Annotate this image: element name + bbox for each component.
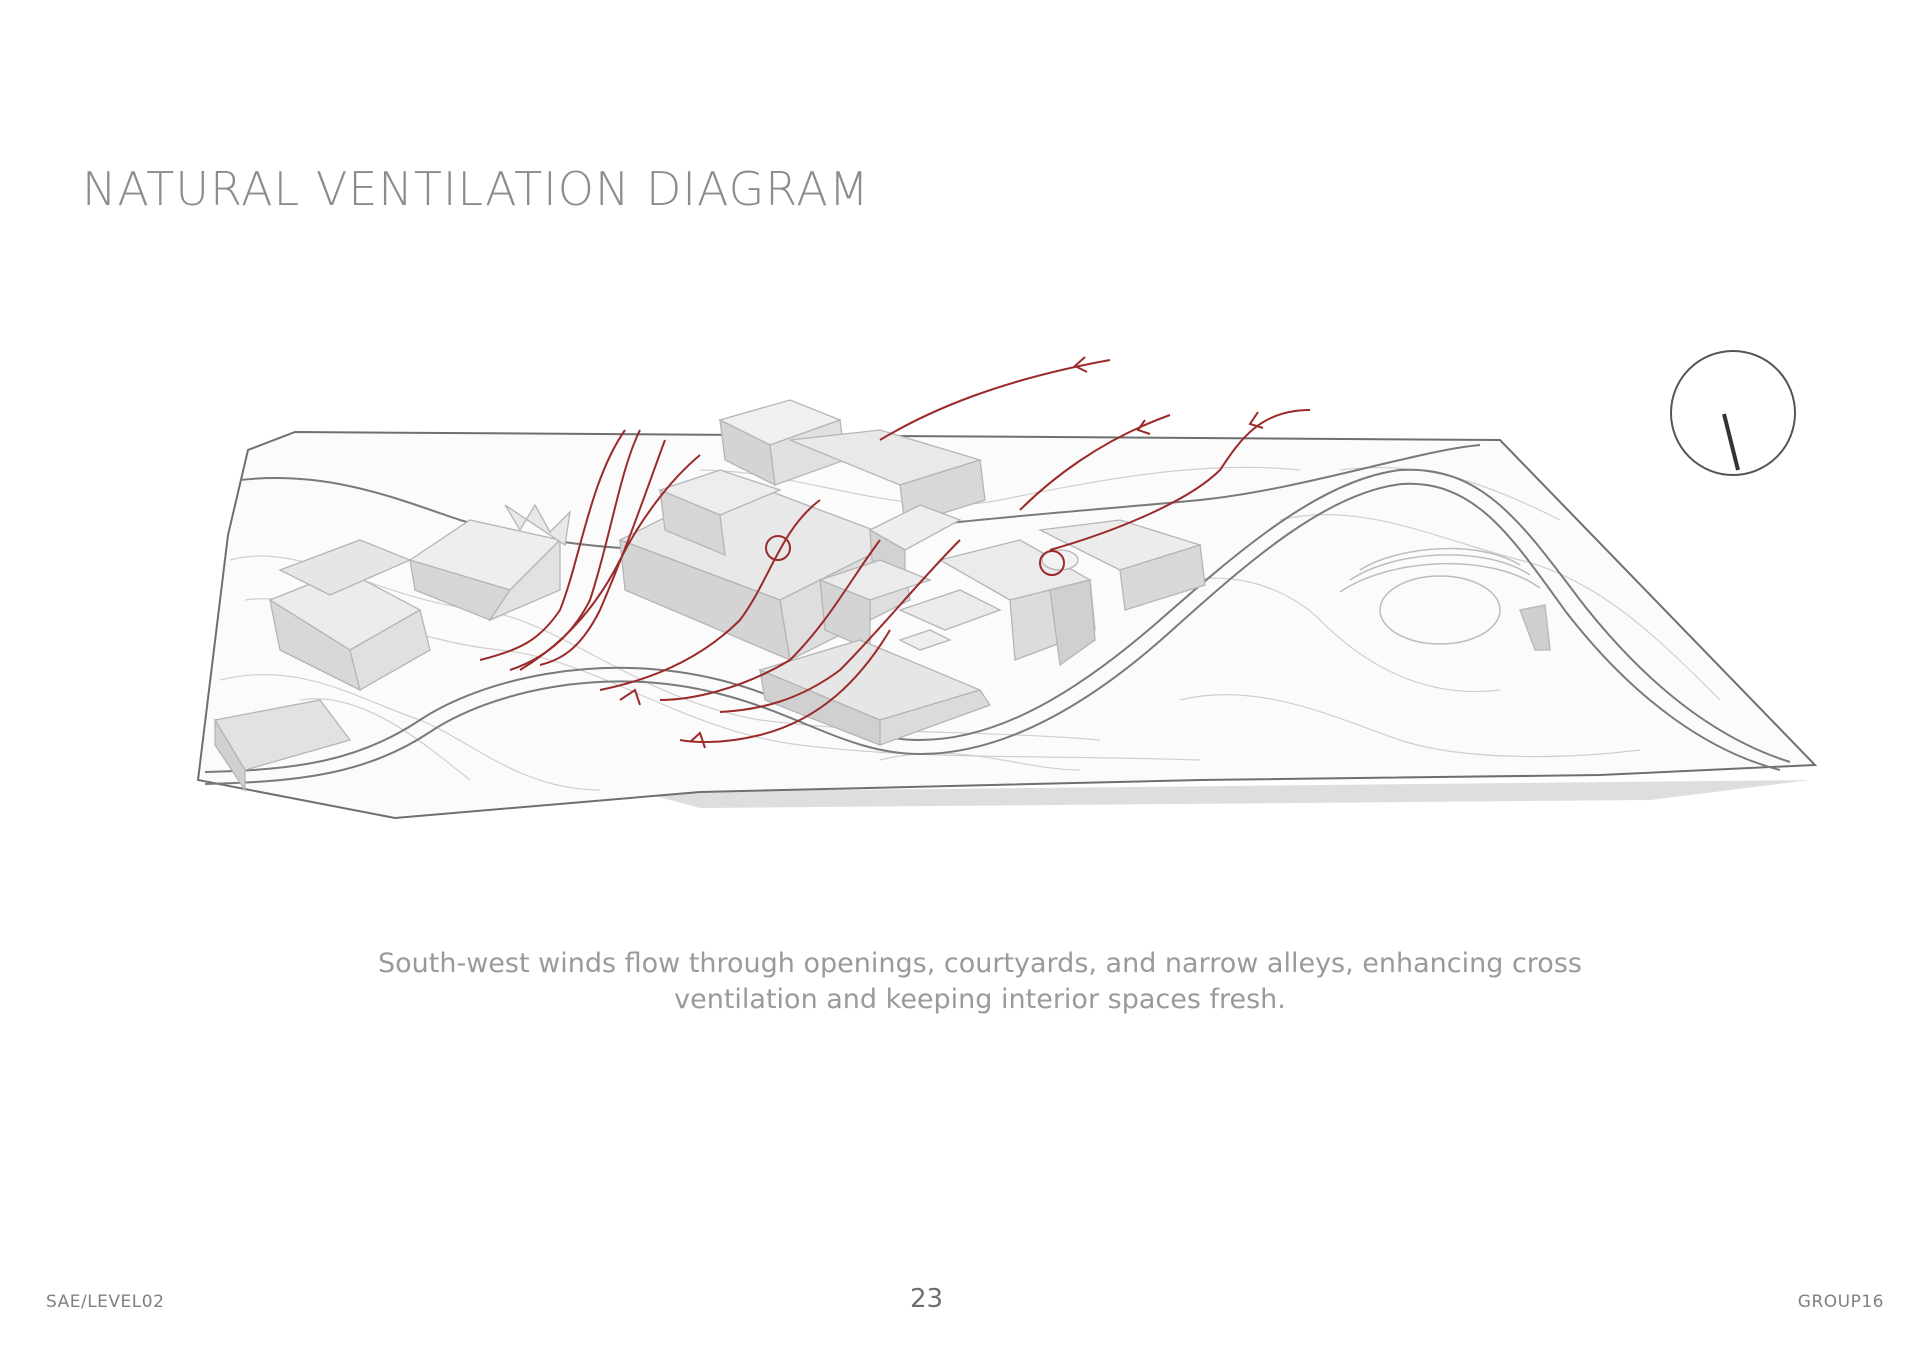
caption-line-1: South-west winds flow through openings, … — [378, 948, 1582, 979]
wind-arrow — [1049, 409, 1311, 551]
north-indicator-icon — [1670, 350, 1796, 476]
wind-arrow — [679, 629, 891, 743]
page-number: 23 — [910, 1284, 944, 1314]
wind-arrow — [599, 499, 821, 691]
footer-course-code: SAE/LEVEL02 — [46, 1292, 165, 1312]
wind-arrow — [539, 439, 666, 666]
footer-group: GROUP16 — [1797, 1292, 1884, 1312]
wind-arrows — [479, 356, 1311, 749]
amphitheatre — [1339, 547, 1551, 651]
page-title: NATURAL VENTILATION DIAGRAM — [82, 162, 870, 216]
wind-arrow — [719, 539, 961, 713]
wind-arrow — [479, 429, 626, 661]
wind-arrow — [659, 539, 881, 701]
caption-line-2: ventilation and keeping interior spaces … — [674, 984, 1286, 1015]
diagram-caption: South-west winds flow through openings, … — [330, 946, 1630, 1018]
wind-arrow — [879, 359, 1111, 441]
wind-arrow — [1019, 414, 1171, 511]
site-shadow — [640, 780, 1810, 808]
wind-arrow — [519, 454, 701, 671]
buildings — [213, 399, 1206, 793]
